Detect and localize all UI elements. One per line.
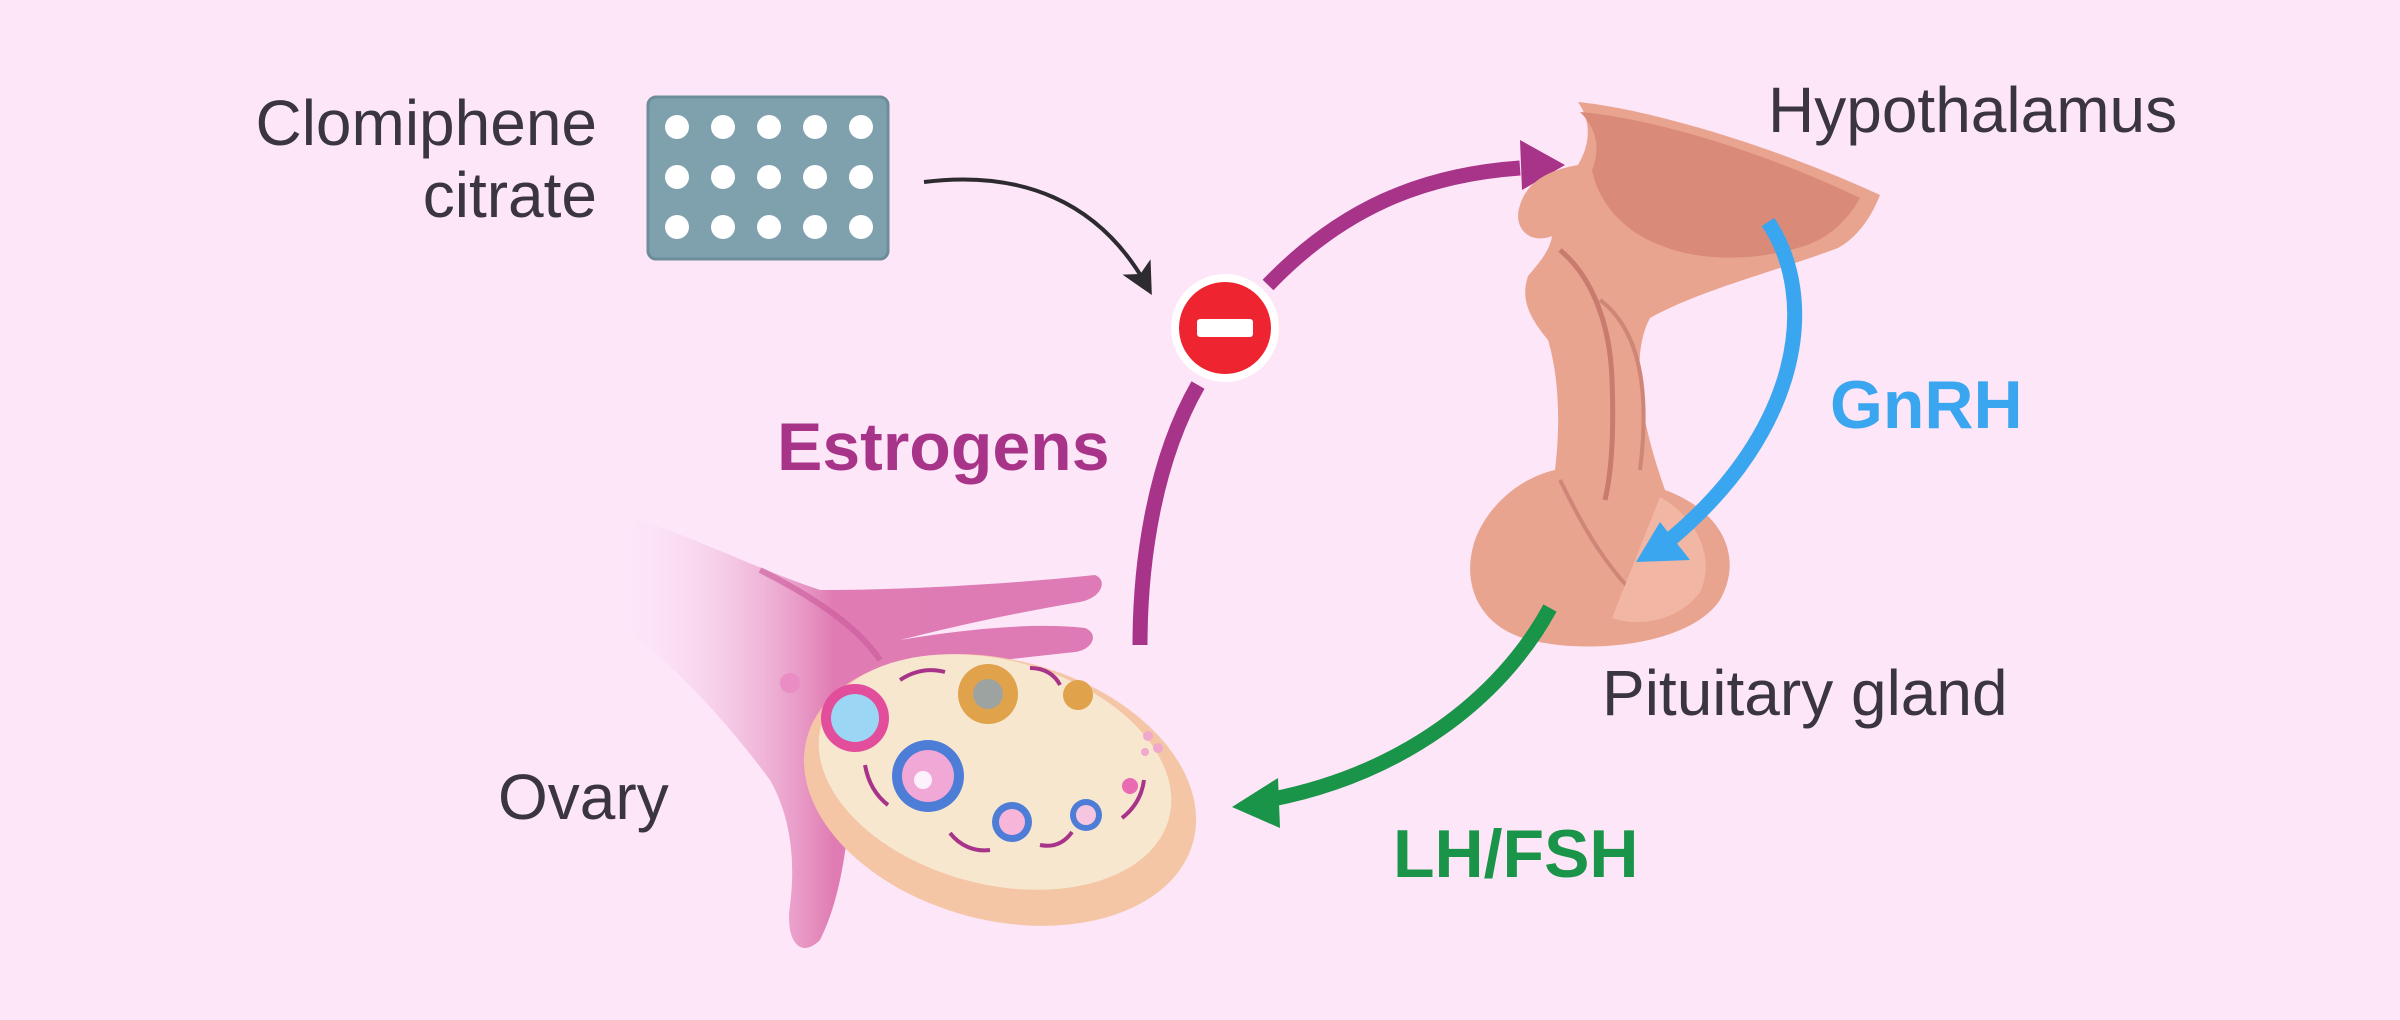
hypothalamus-label: Hypothalamus xyxy=(1768,74,2178,146)
clomiphene-arrow xyxy=(923,177,1152,296)
ovary-label: Ovary xyxy=(498,761,669,833)
estrogens-label: Estrogens xyxy=(777,409,1110,485)
lh-fsh-arrowhead xyxy=(1232,778,1280,828)
estrogen-arrow-lower xyxy=(1132,381,1205,646)
clomiphene-label-line2: citrate xyxy=(422,158,597,231)
lh-fsh-label: LH/FSH xyxy=(1393,816,1639,892)
minus-circle-icon xyxy=(1171,274,1279,382)
estrogen-arrowhead xyxy=(1520,140,1565,190)
lh-fsh-arrow xyxy=(1266,604,1557,808)
estrogen-arrow-upper xyxy=(1262,160,1521,291)
clomiphene-label: Clomiphene citrate xyxy=(255,87,597,231)
pituitary-label: Pituitary gland xyxy=(1602,657,2008,729)
gnrh-arrow xyxy=(1667,217,1803,544)
clomiphene-label-line1: Clomiphene xyxy=(255,87,597,159)
ovary-illustration xyxy=(613,520,1197,948)
gnrh-label: GnRH xyxy=(1830,367,2023,443)
pill-blister-icon xyxy=(646,95,890,261)
gnrh-arrowhead xyxy=(1636,522,1690,562)
